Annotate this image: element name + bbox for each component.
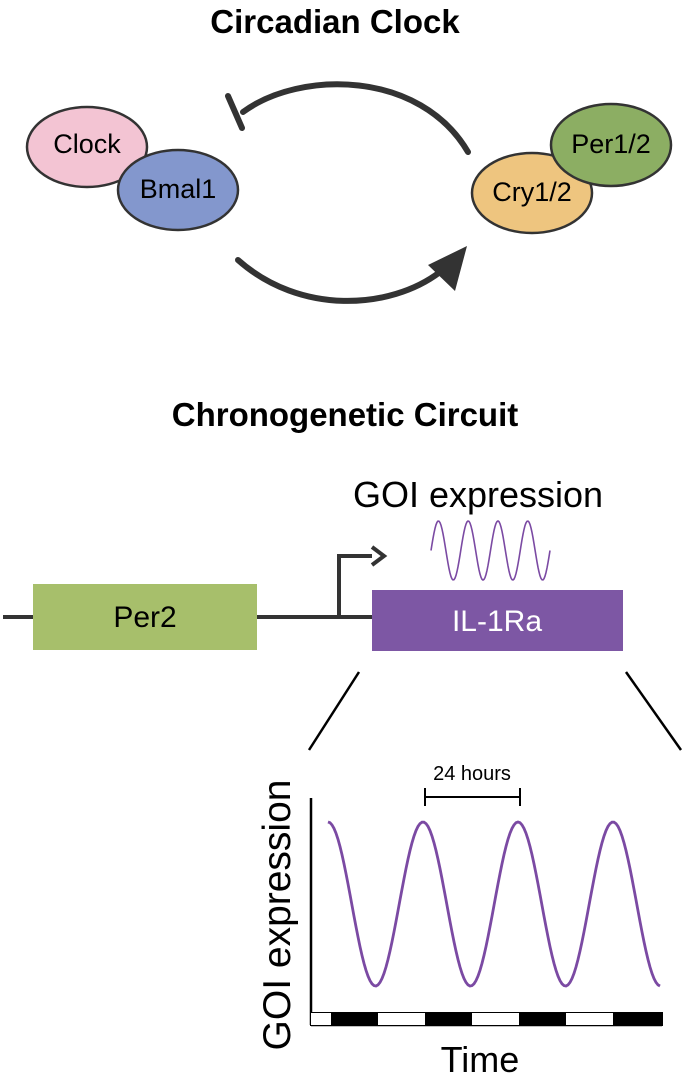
period-label: 24 hours [433, 763, 511, 785]
activation-arc [235, 257, 443, 304]
bmal1-protein [116, 148, 240, 232]
light-dark-segment-dark [331, 1013, 378, 1025]
inhibition-arc [240, 81, 471, 155]
expression-series-line [327, 820, 661, 988]
il1ra-gene [372, 590, 623, 651]
clock-label: Clock [53, 129, 121, 159]
per2-promoter [33, 584, 257, 650]
cry-label: Cry1/2 [492, 177, 572, 207]
circadian-clock-title: Circadian Clock [210, 3, 460, 40]
goi-expression-heading: GOI expression [353, 474, 603, 515]
per-label: Per1/2 [571, 129, 651, 159]
y-axis-label: GOI expression [256, 780, 299, 1051]
expression-wave-icon [430, 520, 551, 581]
zoom-line-left [307, 671, 361, 751]
il1ra-gene-label: IL-1Ra [452, 605, 542, 638]
expression-chart: 24 hours GOI expression Time [256, 763, 663, 1080]
light-dark-segment-dark [613, 1013, 662, 1025]
cry-protein [470, 151, 594, 235]
inhibition-bar [225, 93, 245, 131]
bmal1-label: Bmal1 [140, 174, 217, 204]
light-dark-bar [311, 1013, 662, 1025]
light-dark-segment-light [311, 1013, 331, 1025]
activation-arrowhead [428, 246, 467, 291]
transcription-start-arrow [337, 554, 372, 617]
light-dark-segment-dark [425, 1013, 472, 1025]
per-protein [549, 102, 673, 188]
light-dark-segment-light [472, 1013, 519, 1025]
clock-protein [25, 105, 149, 189]
light-dark-segment-light [566, 1013, 613, 1025]
chronogenetic-circuit-title: Chronogenetic Circuit [172, 396, 519, 433]
transcription-arrowhead [370, 545, 388, 567]
per2-promoter-label: Per2 [113, 601, 176, 634]
zoom-line-right [624, 671, 683, 751]
x-axis-label: Time [441, 1039, 520, 1080]
light-dark-segment-dark [519, 1013, 566, 1025]
light-dark-segment-light [378, 1013, 425, 1025]
